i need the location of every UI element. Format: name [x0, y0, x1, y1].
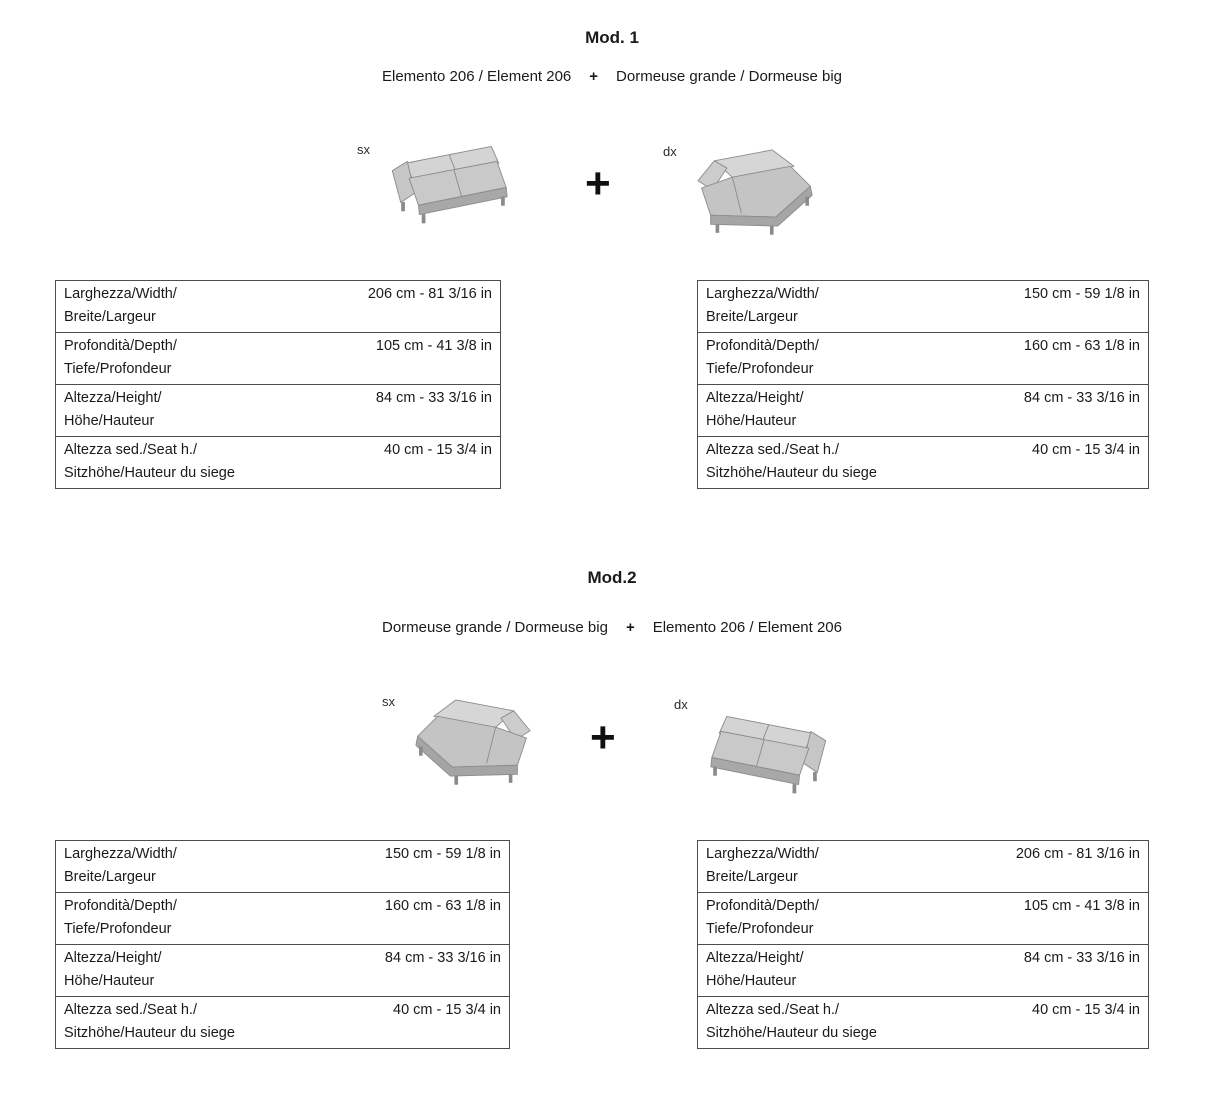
spec-value-cell: 206 cm - 81 3/16 in — [959, 840, 1149, 893]
spec-label-cell: Altezza sed./Seat h./Sitzhöhe/Hauteur du… — [697, 436, 960, 489]
spec-label-cell: Profondità/Depth/Tiefe/Profondeur — [697, 892, 960, 945]
spec-row: Altezza sed./Seat h./Sitzhöhe/Hauteur du… — [55, 436, 501, 489]
spec-value-cell: 160 cm - 63 1/8 in — [318, 892, 510, 945]
mod1-left-spec-table: Larghezza/Width/Breite/Largeur 206 cm - … — [55, 280, 501, 489]
spec-value-cell: 40 cm - 15 3/4 in — [318, 996, 510, 1049]
spec-row: Profondità/Depth/Tiefe/Profondeur 105 cm… — [55, 332, 501, 385]
mod1-dx-label: dx — [663, 144, 677, 159]
dormeuse-sx-icon — [415, 699, 531, 785]
spec-value-cell: 84 cm - 33 3/16 in — [959, 384, 1149, 437]
spec-row: Altezza/Height/Höhe/Hauteur 84 cm - 33 3… — [55, 944, 510, 997]
spec-row: Profondità/Depth/Tiefe/Profondeur 160 cm… — [55, 892, 510, 945]
mod1-subtitle-right: Dormeuse grande / Dormeuse big — [616, 68, 842, 85]
mod2-plus-sign: + — [590, 713, 616, 762]
spec-label-cell: Profondità/Depth/Tiefe/Profondeur — [55, 892, 319, 945]
spec-value-cell: 84 cm - 33 3/16 in — [959, 944, 1149, 997]
mod1-subtitle-left: Elemento 206 / Element 206 — [381, 68, 572, 85]
spec-row: Profondità/Depth/Tiefe/Profondeur 160 cm… — [697, 332, 1149, 385]
mod2-dormeuse-sx-illustration — [405, 688, 550, 798]
mod2-title: Mod.2 — [587, 568, 637, 587]
spec-label-cell: Altezza sed./Seat h./Sitzhöhe/Hauteur du… — [697, 996, 960, 1049]
spec-label-cell: Altezza sed./Seat h./Sitzhöhe/Hauteur du… — [55, 436, 314, 489]
spec-row: Larghezza/Width/Breite/Largeur 150 cm - … — [697, 280, 1149, 333]
spec-label-cell: Altezza/Height/Höhe/Hauteur — [55, 944, 319, 997]
spec-value-cell: 40 cm - 15 3/4 in — [959, 996, 1149, 1049]
spec-value-cell: 150 cm - 59 1/8 in — [318, 840, 510, 893]
spec-label-cell: Altezza sed./Seat h./Sitzhöhe/Hauteur du… — [55, 996, 319, 1049]
mod2-subtitle: Dormeuse grande / Dormeuse big + Elemento … — [0, 619, 1224, 636]
spec-label-cell: Larghezza/Width/Breite/Largeur — [55, 840, 319, 893]
mod2-right-spec-table: Larghezza/Width/Breite/Largeur 206 cm - … — [697, 840, 1149, 1049]
mod1-plus-sign: + — [585, 159, 611, 208]
spec-label-cell: Larghezza/Width/Breite/Largeur — [55, 280, 314, 333]
mod1-title: Mod. 1 — [585, 28, 639, 47]
spec-label-cell: Altezza/Height/Höhe/Hauteur — [55, 384, 314, 437]
spec-row: Altezza/Height/Höhe/Hauteur 84 cm - 33 3… — [697, 944, 1149, 997]
mod1-element-206-sx-illustration — [383, 128, 523, 233]
sofa-element-sx-icon — [391, 145, 508, 224]
spec-row: Altezza/Height/Höhe/Hauteur 84 cm - 33 3… — [697, 384, 1149, 437]
mod2-element-206-dx-illustration — [695, 698, 835, 803]
mod2-subtitle-left: Dormeuse grande / Dormeuse big — [381, 619, 608, 636]
spec-row: Altezza sed./Seat h./Sitzhöhe/Hauteur du… — [55, 996, 510, 1049]
spec-label-cell: Profondità/Depth/Tiefe/Profondeur — [697, 332, 960, 385]
spec-value-cell: 206 cm - 81 3/16 in — [313, 280, 501, 333]
spec-row: Larghezza/Width/Breite/Largeur 206 cm - … — [697, 840, 1149, 893]
spec-value-cell: 160 cm - 63 1/8 in — [959, 332, 1149, 385]
spec-row: Altezza sed./Seat h./Sitzhöhe/Hauteur du… — [697, 436, 1149, 489]
spec-row: Larghezza/Width/Breite/Largeur 206 cm - … — [55, 280, 501, 333]
spec-value-cell: 105 cm - 41 3/8 in — [313, 332, 501, 385]
spec-row: Altezza/Height/Höhe/Hauteur 84 cm - 33 3… — [55, 384, 501, 437]
mod1-dormeuse-dx-illustration — [678, 138, 823, 248]
spec-row: Profondità/Depth/Tiefe/Profondeur 105 cm… — [697, 892, 1149, 945]
spec-value-cell: 40 cm - 15 3/4 in — [959, 436, 1149, 489]
spec-value-cell: 105 cm - 41 3/8 in — [959, 892, 1149, 945]
mod2-subtitle-plus: + — [625, 619, 635, 636]
sofa-element-dx-icon — [710, 715, 827, 794]
mod1-subtitle: Elemento 206 / Element 206 + Dormeuse gran… — [0, 68, 1224, 85]
spec-label-cell: Profondità/Depth/Tiefe/Profondeur — [55, 332, 314, 385]
mod2-sx-label: sx — [382, 694, 395, 709]
spec-label-cell: Larghezza/Width/Breite/Largeur — [697, 280, 960, 333]
spec-label-cell: Altezza/Height/Höhe/Hauteur — [697, 944, 960, 997]
mod2-subtitle-right: Elemento 206 / Element 206 — [652, 619, 842, 636]
mod1-sx-label: sx — [357, 142, 370, 157]
spec-label-cell: Larghezza/Width/Breite/Largeur — [697, 840, 960, 893]
spec-value-cell: 84 cm - 33 3/16 in — [313, 384, 501, 437]
spec-row: Larghezza/Width/Breite/Largeur 150 cm - … — [55, 840, 510, 893]
dormeuse-dx-icon — [697, 149, 813, 235]
mod2-dx-label: dx — [674, 697, 688, 712]
mod1-right-spec-table: Larghezza/Width/Breite/Largeur 150 cm - … — [697, 280, 1149, 489]
mod1-subtitle-plus: + — [589, 68, 599, 85]
mod2-left-spec-table: Larghezza/Width/Breite/Largeur 150 cm - … — [55, 840, 510, 1049]
spec-label-cell: Altezza/Height/Höhe/Hauteur — [697, 384, 960, 437]
spec-value-cell: 84 cm - 33 3/16 in — [318, 944, 510, 997]
spec-value-cell: 150 cm - 59 1/8 in — [959, 280, 1149, 333]
spec-row: Altezza sed./Seat h./Sitzhöhe/Hauteur du… — [697, 996, 1149, 1049]
spec-value-cell: 40 cm - 15 3/4 in — [313, 436, 501, 489]
